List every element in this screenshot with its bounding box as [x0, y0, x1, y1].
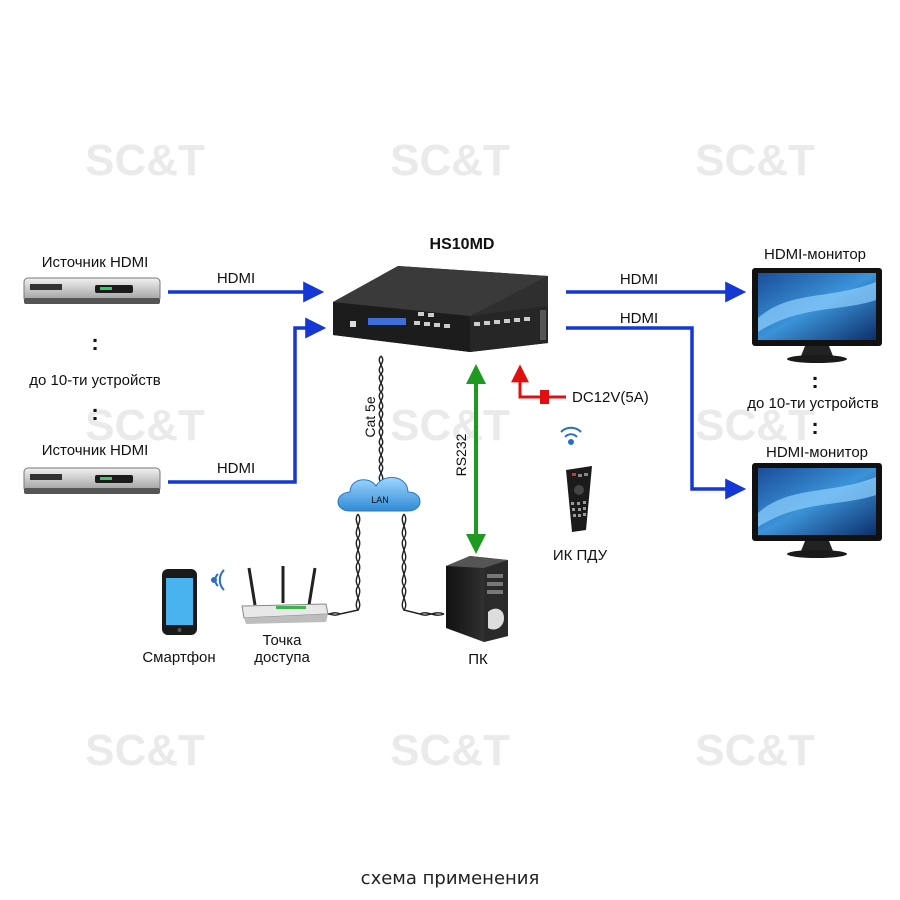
watermark-1: SC&T — [85, 136, 205, 185]
cat5e-label: Cat 5e — [362, 396, 378, 437]
hdmi-in-bottom-arrow — [168, 317, 327, 484]
hdmi-out-top-label: HDMI — [620, 271, 658, 288]
monitor-dots-1: : — [811, 368, 818, 393]
lan-label: LAN — [371, 495, 389, 505]
matrix-switch-icon — [333, 266, 548, 352]
monitor-label-top: HDMI-монитор — [764, 246, 866, 263]
cat5e-cable — [378, 355, 384, 483]
watermark-7: SC&T — [85, 726, 205, 775]
watermark-4: SC&T — [85, 401, 205, 450]
hdmi-out-bottom-arrow — [566, 326, 747, 500]
wifi-signal-phone-icon — [211, 569, 225, 591]
hdmi-in-top-label: HDMI — [217, 270, 255, 287]
smartphone-icon — [162, 569, 197, 635]
source-label-top: Источник HDMI — [42, 254, 149, 271]
wifi-signal-remote-icon — [560, 426, 582, 445]
power-arrow — [511, 364, 566, 399]
power-label: DC12V(5A) — [572, 389, 649, 406]
monitor-count-note: до 10-ти устройств — [747, 395, 878, 412]
access-point-icon — [241, 566, 329, 624]
smartphone-label: Смартфон — [142, 649, 215, 666]
source-label-bottom: Источник HDMI — [42, 442, 149, 459]
rs232-label: RS232 — [453, 433, 469, 476]
monitor-label-bottom: HDMI-монитор — [766, 444, 868, 461]
monitor-dots-2: : — [811, 414, 818, 439]
dvd-player-top-icon — [23, 277, 161, 304]
pc-label: ПК — [468, 651, 488, 668]
lan-cloud-icon — [337, 477, 421, 512]
device-title: HS10MD — [430, 236, 495, 253]
source-dots-1: : — [91, 330, 98, 355]
watermark-3: SC&T — [695, 136, 815, 185]
hdmi-out-bottom-label: HDMI — [620, 310, 658, 327]
watermark-6: SC&T — [695, 401, 815, 450]
ir-remote-icon — [566, 466, 592, 532]
remote-label: ИК ПДУ — [553, 547, 608, 564]
source-count-note: до 10-ти устройств — [29, 372, 160, 389]
watermark-8: SC&T — [390, 726, 510, 775]
dvd-player-bottom-icon — [23, 467, 161, 494]
monitor-top-icon — [752, 268, 882, 363]
source-dots-2: : — [91, 400, 98, 425]
diagram-caption: схема применения — [360, 868, 540, 889]
watermark-9: SC&T — [695, 726, 815, 775]
lan-to-ap-cable — [317, 513, 361, 616]
watermark-2: SC&T — [390, 136, 510, 185]
hdmi-in-bottom-label: HDMI — [217, 460, 255, 477]
monitor-bottom-icon — [752, 463, 882, 558]
pc-tower-icon — [446, 556, 508, 642]
power-plug-icon — [540, 390, 549, 404]
access-point-label-line1: Точка — [262, 632, 302, 649]
watermarks: SC&T SC&T SC&T SC&T SC&T SC&T SC&T SC&T … — [85, 136, 815, 775]
access-point-label-line2: доступа — [254, 649, 310, 666]
lan-to-pc-cable — [401, 513, 445, 616]
watermark-5: SC&T — [390, 401, 510, 450]
